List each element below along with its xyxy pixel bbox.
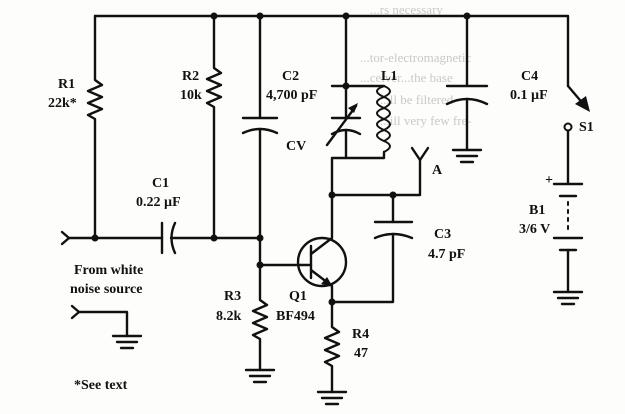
b1-value: 3/6 V [519, 222, 550, 237]
collector-wire [330, 158, 422, 197]
c4-value: 0.1 µF [510, 88, 548, 103]
bleed-through-text: ...rs necessary ...tor-electromagnetic .… [360, 2, 472, 128]
bleed-line-4: ...ll be filtered [380, 92, 454, 107]
c3-capacitor [330, 193, 414, 304]
b1-label: B1 [529, 203, 545, 218]
c2-label: C2 [282, 69, 299, 84]
footnote: *See text [74, 378, 128, 393]
q1-transistor [296, 193, 348, 304]
junction-dots [91, 12, 471, 306]
input-label-line2: noise source [70, 282, 142, 297]
r1-resistor [86, 14, 104, 240]
q1-label: Q1 [289, 289, 307, 304]
input-label-line1: From white [74, 263, 143, 278]
c3-value: 4.7 pF [428, 247, 465, 262]
r3-value: 8.2k [216, 309, 242, 324]
c1-value: 0.22 µF [136, 195, 181, 210]
bleed-line-3: ...ceiver...the base [360, 70, 453, 85]
s1-switch [563, 84, 590, 186]
c4-capacitor [445, 14, 489, 164]
bleed-line-1: ...rs necessary [370, 2, 443, 17]
l1-inductor [344, 84, 391, 160]
cv-label: CV [286, 139, 306, 154]
c2-value: 4,700 pF [266, 88, 317, 103]
r2-label: R2 [182, 69, 199, 84]
c4-label: C4 [521, 69, 538, 84]
b1-battery [552, 182, 584, 306]
s1-label: S1 [579, 120, 594, 135]
input-ground [70, 304, 143, 350]
q1-value: BF494 [276, 309, 315, 324]
c1-label: C1 [152, 176, 169, 191]
r1-label: R1 [58, 77, 75, 92]
tank-circuit [325, 14, 374, 197]
c3-label: C3 [434, 227, 451, 242]
c2-capacitor [241, 14, 279, 267]
b1-plus: + [545, 173, 553, 188]
l1-label: L1 [381, 69, 397, 84]
r4-value: 47 [354, 346, 368, 361]
r1-value: 22k* [48, 96, 77, 111]
r2-resistor [205, 14, 223, 240]
antenna [410, 146, 430, 162]
top-rail-wire [93, 14, 570, 88]
antenna-label: A [432, 163, 443, 178]
bleed-line-5: ...ill very few fre- [380, 113, 472, 128]
bleed-line-2: ...tor-electromagnetic [360, 50, 471, 65]
r3-resistor [244, 263, 276, 384]
r3-label: R3 [224, 289, 241, 304]
r2-value: 10k [180, 88, 202, 103]
r4-resistor [316, 300, 348, 406]
r4-label: R4 [352, 327, 369, 342]
